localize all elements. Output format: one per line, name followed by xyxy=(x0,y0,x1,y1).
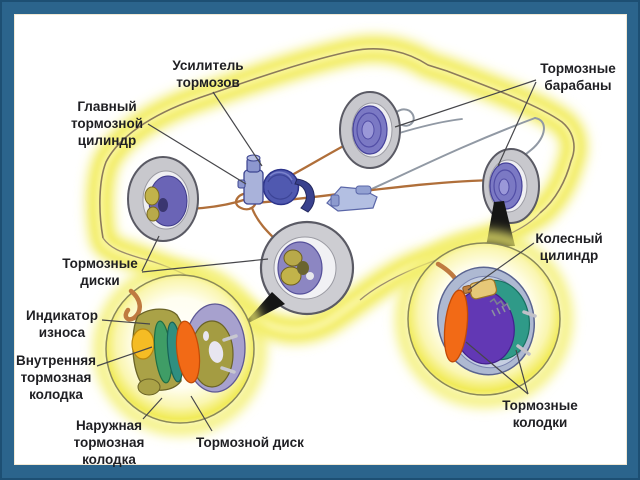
label-brake-discs: Тормозные диски xyxy=(62,256,138,288)
label-outer-brake-pad: Наружная тормозная колодка xyxy=(73,418,145,467)
label-wear-indicator: Индикатор износа xyxy=(26,308,98,340)
label-brake-drums: Тормозные барабаны xyxy=(540,61,616,93)
label-brake-shoes: Тормозные колодки xyxy=(502,398,578,430)
label-inner-brake-pad: Внутренняя тормозная колодка xyxy=(15,353,96,402)
label-brake-booster: Усилитель тормозов xyxy=(172,58,244,90)
label-brake-disc: Тормозной диск xyxy=(196,435,304,450)
label-wheel-cylinder: Колесный цилиндр xyxy=(535,231,603,263)
label-master-cylinder: Главный тормозной цилиндр xyxy=(70,99,144,148)
